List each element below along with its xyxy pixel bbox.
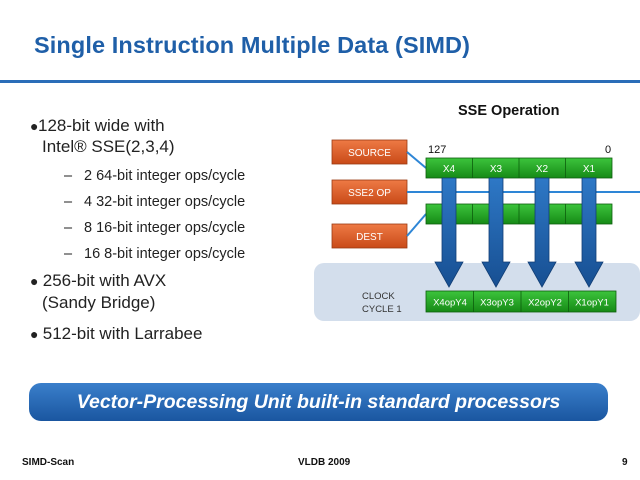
source-lane: X1: [583, 164, 596, 175]
clock-label-line2: CYCLE 1: [362, 304, 402, 315]
diagram-title: SSE Operation: [458, 103, 560, 119]
bullet-item: ● 512-bit with Larrabee: [30, 324, 202, 344]
bullet-item: ● 256-bit with AVX: [30, 271, 166, 291]
lane-arrow-icon: [527, 177, 557, 288]
source-lane: X2: [536, 164, 549, 175]
bullet-continuation: (Sandy Bridge): [42, 293, 156, 312]
sub-bullet-item: –4 32-bit integer ops/cycle: [64, 194, 246, 210]
bullet-text: 512-bit with Larrabee: [42, 324, 203, 343]
sub-bullet-text: 8 16-bit integer ops/cycle: [84, 220, 246, 236]
dest-label: DEST: [356, 232, 383, 243]
dest-connector: [406, 213, 427, 237]
source-label-box: [331, 139, 408, 165]
lane-arrow-icon: [434, 177, 464, 288]
source-connector: [406, 151, 427, 169]
source-lane: X3: [490, 164, 503, 175]
sub-bullet-item: –16 8-bit integer ops/cycle: [64, 246, 246, 262]
result-lane: X1opY1: [575, 298, 609, 309]
sub-bullet-text: 4 32-bit integer ops/cycle: [84, 194, 246, 210]
source-label: SOURCE: [348, 148, 391, 159]
bullet-text: 256-bit with AVX: [42, 271, 167, 290]
bit-low-label: 0: [605, 144, 611, 156]
sub-bullet-item: –2 64-bit integer ops/cycle: [64, 168, 246, 184]
bullet-dot-icon: ●: [30, 273, 39, 289]
source-lane: X4: [443, 164, 456, 175]
lane-arrow-icon: [574, 177, 604, 288]
dest-label-box: [331, 223, 408, 249]
result-lane: X3opY3: [480, 298, 514, 309]
op-label-box: [331, 179, 408, 205]
sub-bullet-text: 2 64-bit integer ops/cycle: [84, 168, 246, 184]
sub-bullet-item: –8 16-bit integer ops/cycle: [64, 220, 246, 236]
summary-banner: Vector-Processing Unit built-in standard…: [29, 383, 608, 421]
result-lane: X2opY2: [528, 298, 562, 309]
bullet-dot-icon: ●: [30, 118, 39, 134]
footer-center: VLDB 2009: [298, 457, 351, 468]
lane-arrow-icon: [481, 177, 511, 288]
bullet-continuation: Intel® SSE(2,3,4): [42, 137, 175, 156]
slide-title: Single Instruction Multiple Data (SIMD): [34, 32, 471, 58]
op-label: SSE2 OP: [348, 188, 391, 199]
footer-left: SIMD-Scan: [22, 457, 75, 468]
bullet-dot-icon: ●: [30, 326, 39, 342]
clock-label-line1: CLOCK: [362, 291, 395, 302]
sub-bullet-text: 16 8-bit integer ops/cycle: [84, 246, 246, 262]
bit-high-label: 127: [428, 144, 446, 156]
bullet-item: ●128-bit wide with: [30, 116, 165, 136]
title-divider: [0, 80, 640, 83]
page-number: 9: [622, 457, 628, 468]
bullet-text: 128-bit wide with: [38, 116, 165, 135]
result-lane: X4opY4: [433, 298, 467, 309]
